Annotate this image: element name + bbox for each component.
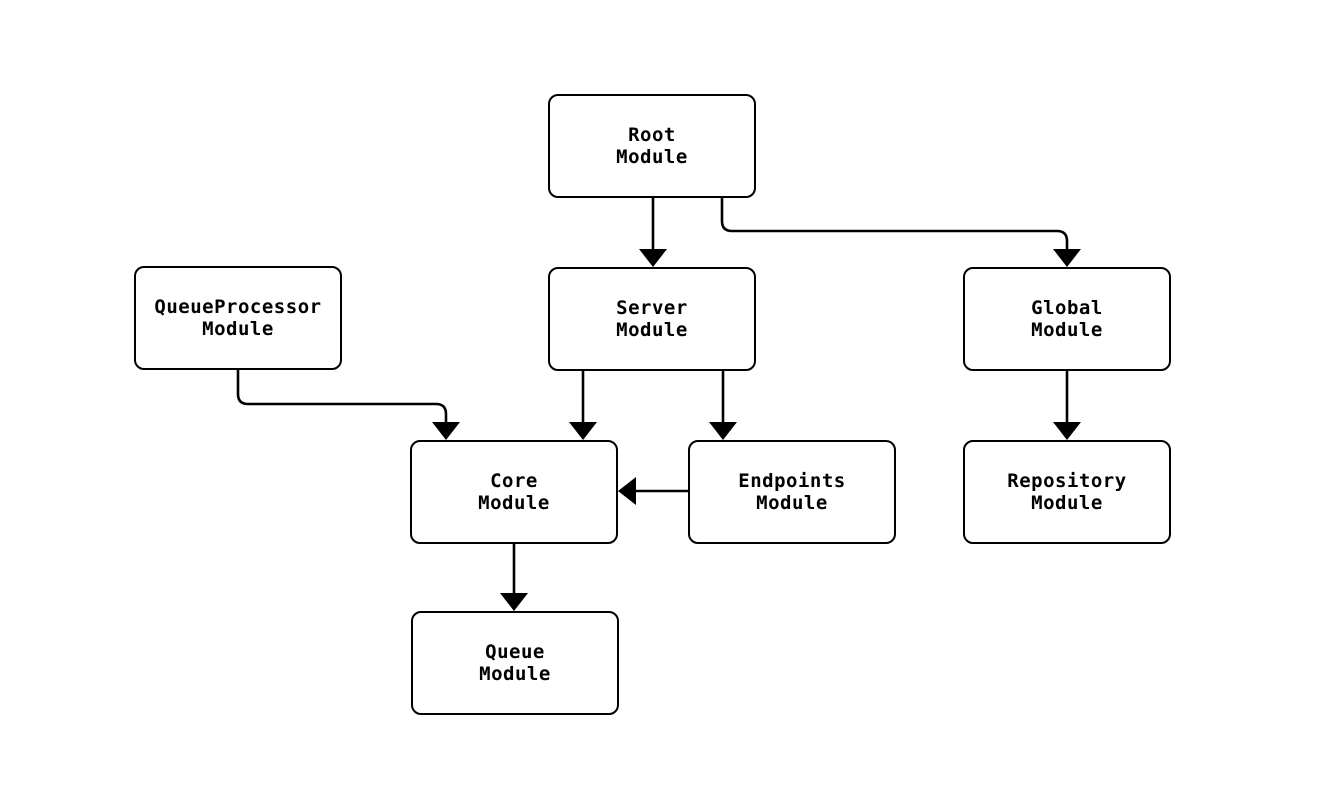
edge-root-to-global: [720, 198, 1069, 249]
node-label-line: Module: [202, 318, 274, 340]
node-label-line: Core: [490, 470, 538, 492]
node-label-line: Module: [1031, 319, 1103, 341]
edge-queueprocessor-to-core: [236, 370, 448, 422]
node-label-line: Module: [616, 319, 688, 341]
arrowhead-server-to-endpoints: [709, 422, 737, 440]
node-label-line: Queue: [485, 641, 545, 663]
node-label-line: QueueProcessor: [154, 296, 322, 318]
node-label-line: Module: [1031, 492, 1103, 514]
node-label-line: Endpoints: [738, 470, 846, 492]
arrowhead-global-to-repository: [1053, 422, 1081, 440]
node-label-line: Module: [479, 663, 551, 685]
arrowhead-root-to-server: [639, 249, 667, 267]
arrowhead-core-to-queue: [500, 593, 528, 611]
node-label-line: Root: [628, 124, 676, 146]
arrowhead-server-to-core: [569, 422, 597, 440]
node-label-line: Server: [616, 297, 688, 319]
arrowhead-endpoints-to-core: [618, 477, 636, 505]
node-label-line: Module: [616, 146, 688, 168]
node-label-line: Module: [478, 492, 550, 514]
node-label-line: Module: [756, 492, 828, 514]
arrowhead-root-to-global: [1053, 249, 1081, 267]
node-label-line: Global: [1031, 297, 1103, 319]
arrowhead-queueprocessor-to-core: [432, 422, 460, 440]
node-label-line: Repository: [1007, 470, 1127, 492]
